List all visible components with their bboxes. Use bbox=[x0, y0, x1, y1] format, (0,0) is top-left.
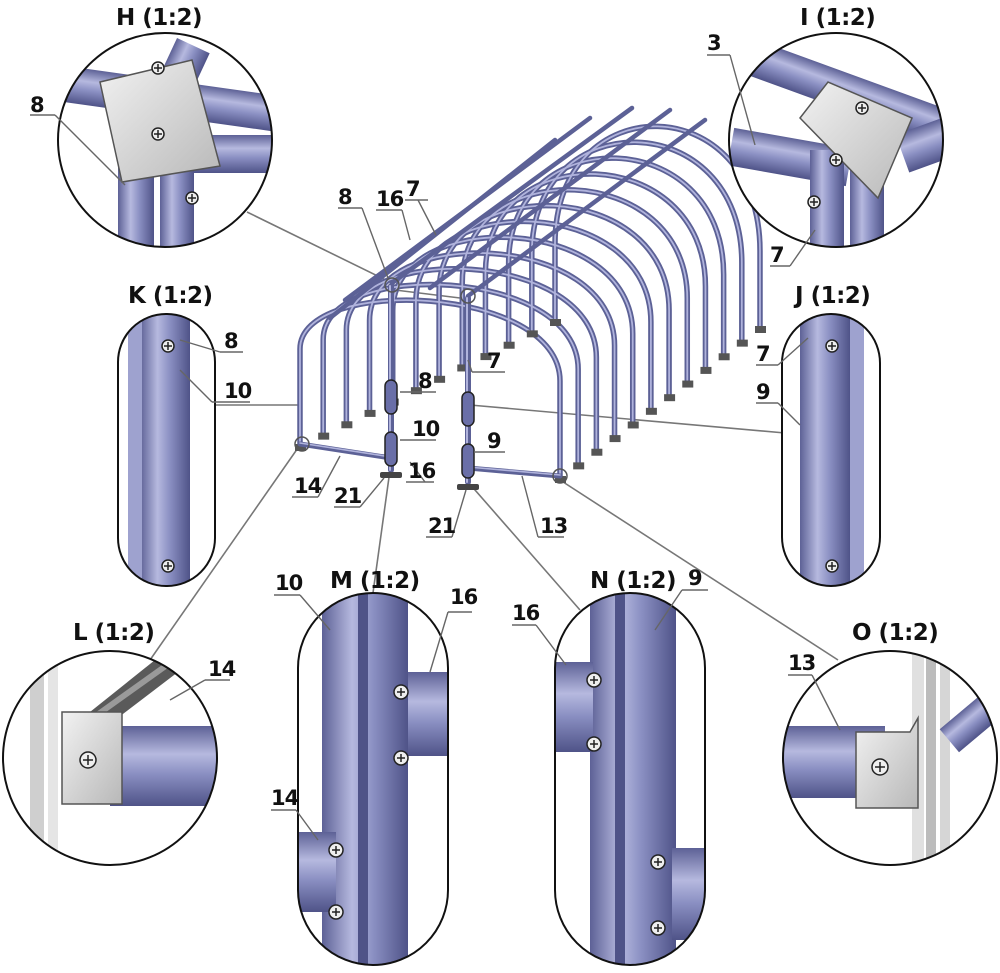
frame-foot bbox=[591, 448, 603, 456]
detail-h-title: H (1:2) bbox=[116, 5, 202, 31]
frame-foot bbox=[627, 421, 639, 429]
frame-foot bbox=[736, 339, 748, 347]
detail-o: O (1:2) 13 bbox=[782, 620, 998, 866]
frame-foot bbox=[573, 462, 585, 470]
main-view-labels: 8 16 7 7 8 10 9 16 14 21 21 13 bbox=[292, 177, 568, 538]
frame-foot bbox=[550, 319, 561, 326]
label-m-10: 10 bbox=[275, 571, 303, 595]
frame-foot bbox=[718, 353, 730, 361]
frame-foot bbox=[434, 375, 446, 383]
frame-foot bbox=[457, 364, 469, 372]
label-h-8: 8 bbox=[30, 93, 44, 117]
label-main-16: 16 bbox=[376, 187, 404, 211]
detail-j-title: J (1:2) bbox=[793, 283, 870, 309]
detail-m: M (1:2) 10 16 14 bbox=[271, 568, 479, 966]
label-i-7: 7 bbox=[770, 243, 784, 267]
frame-feet bbox=[295, 319, 766, 483]
label-main-7-top: 7 bbox=[406, 177, 420, 201]
frame-rib bbox=[415, 220, 652, 409]
frame-foot bbox=[526, 330, 538, 338]
label-m-16: 16 bbox=[450, 585, 478, 609]
frame-foot bbox=[318, 432, 330, 440]
detail-l-title: L (1:2) bbox=[73, 620, 154, 646]
leader-lines bbox=[149, 211, 839, 661]
label-k-10: 10 bbox=[224, 379, 252, 403]
frame-rib bbox=[299, 299, 561, 477]
frame-rib bbox=[461, 188, 689, 382]
detail-i: I (1:2) 3 7 bbox=[707, 5, 944, 267]
frame-foot bbox=[410, 387, 422, 395]
detail-n-title: N (1:2) bbox=[590, 568, 676, 594]
frame-foot bbox=[664, 394, 676, 402]
frame-foot bbox=[682, 380, 694, 388]
detail-o-title: O (1:2) bbox=[852, 620, 938, 646]
tunnel-frame bbox=[294, 105, 766, 490]
detail-j: J (1:2) 7 9 bbox=[756, 283, 881, 587]
frame-rib bbox=[368, 252, 616, 436]
label-main-21-right: 21 bbox=[428, 514, 456, 538]
label-j-7: 7 bbox=[756, 342, 770, 366]
label-main-21-left: 21 bbox=[334, 484, 362, 508]
frame-foot bbox=[364, 409, 376, 417]
detail-h: H (1:2) 8 bbox=[30, 5, 273, 248]
frame-rib bbox=[322, 283, 580, 464]
label-main-8-mid: 8 bbox=[418, 369, 432, 393]
detail-m-title: M (1:2) bbox=[330, 568, 420, 594]
frame-foot bbox=[645, 407, 657, 415]
frame-foot bbox=[341, 421, 353, 429]
detail-i-title: I (1:2) bbox=[800, 5, 875, 31]
detail-n: N (1:2) 16 9 bbox=[512, 566, 708, 966]
label-j-9: 9 bbox=[756, 380, 770, 404]
label-main-10: 10 bbox=[412, 417, 440, 441]
detail-k-title: K (1:2) bbox=[128, 283, 213, 309]
label-main-14: 14 bbox=[294, 474, 322, 498]
frame-rib bbox=[438, 204, 670, 396]
label-n-16: 16 bbox=[512, 601, 540, 625]
label-l-14: 14 bbox=[208, 657, 236, 681]
label-k-8: 8 bbox=[224, 329, 238, 353]
detail-k: K (1:2) 8 10 bbox=[117, 283, 253, 587]
frame-foot bbox=[700, 366, 712, 374]
label-n-9: 9 bbox=[688, 566, 702, 590]
label-m-14: 14 bbox=[271, 786, 299, 810]
frame-foot bbox=[480, 353, 492, 361]
label-main-9: 9 bbox=[487, 429, 501, 453]
label-o-13: 13 bbox=[788, 651, 815, 675]
label-main-7: 7 bbox=[487, 349, 501, 373]
frame-rib bbox=[345, 267, 598, 450]
frame-foot bbox=[503, 341, 515, 349]
frame-foot bbox=[755, 326, 766, 333]
label-i-3: 3 bbox=[707, 31, 721, 55]
detail-l: L (1:2) 14 bbox=[2, 620, 237, 866]
frame-rib bbox=[391, 236, 634, 423]
label-main-8: 8 bbox=[338, 185, 352, 209]
frame-foot bbox=[609, 435, 621, 443]
frame-foot bbox=[295, 444, 306, 451]
frame-rib bbox=[484, 173, 707, 368]
frame-foot bbox=[555, 476, 566, 483]
label-main-13: 13 bbox=[540, 514, 567, 538]
label-main-16-low: 16 bbox=[408, 459, 436, 483]
frame-ribs bbox=[297, 123, 763, 479]
